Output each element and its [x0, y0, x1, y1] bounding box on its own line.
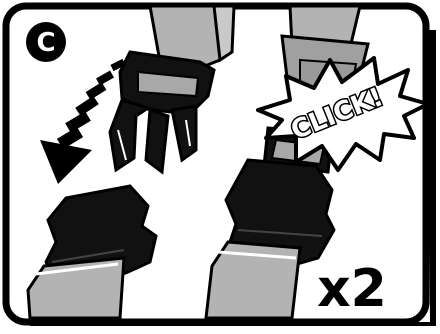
quantity-label: x2: [317, 259, 387, 319]
right-strap-bottom: [206, 242, 300, 318]
step-letter: C: [36, 28, 55, 58]
left-strap-bottom: [28, 258, 124, 318]
